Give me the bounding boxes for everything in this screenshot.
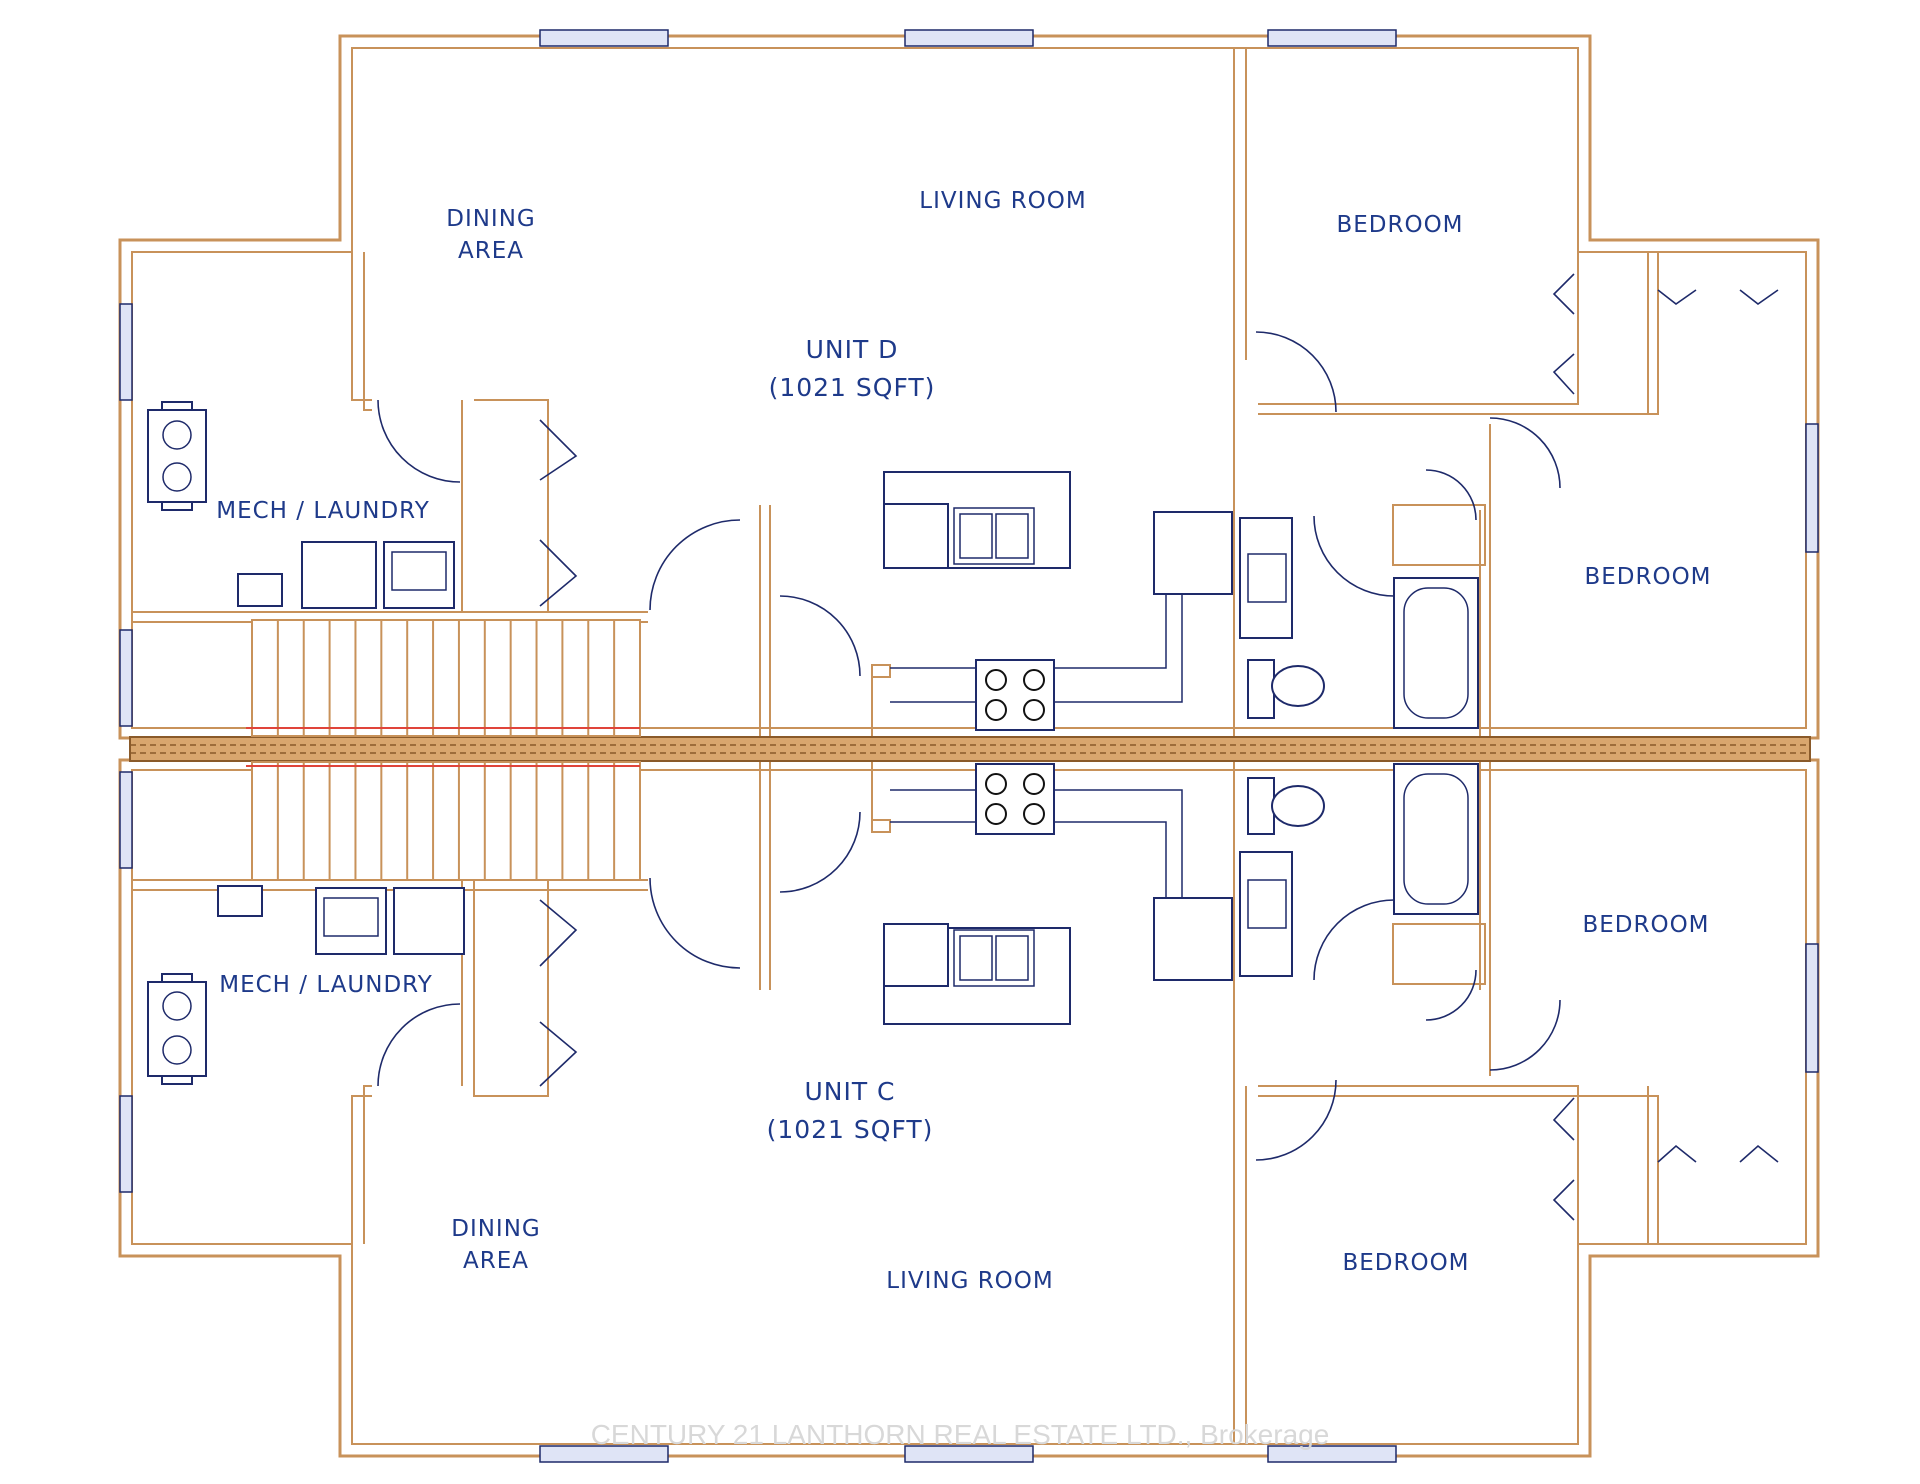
toilet-icon	[1271, 785, 1325, 827]
furnace-icon	[147, 981, 207, 1077]
doors	[377, 273, 1779, 1221]
fridge-icon	[1153, 511, 1233, 595]
bathtub-icon	[1393, 577, 1479, 729]
living-room-label: LIVING ROOM	[919, 188, 1087, 214]
watermark: CENTURY 21 LANTHORN REAL ESTATE LTD., Br…	[591, 1419, 1330, 1450]
furnace-icon	[147, 409, 207, 503]
toilet-tank-icon	[1247, 777, 1275, 835]
fridge-icon	[1153, 897, 1233, 981]
living-room-label: LIVING ROOM	[886, 1268, 1054, 1294]
exterior-walls	[118, 34, 1820, 1458]
bathroom-sink-icon	[1247, 879, 1287, 929]
dining-area-label: AREA	[458, 238, 524, 264]
water-heater-icon	[237, 573, 283, 607]
labels-unit-c: DINING AREA LIVING ROOM BEDROOM BEDROOM …	[219, 912, 1709, 1294]
mech-laundry-label: MECH / LAUNDRY	[216, 498, 430, 524]
bathtub-icon	[1393, 763, 1479, 915]
dining-area-label: DINING	[451, 1216, 541, 1242]
water-heater-icon	[217, 885, 263, 917]
bedroom-label: BEDROOM	[1584, 564, 1711, 590]
party-wall	[129, 736, 1811, 762]
bedroom-label: BEDROOM	[1336, 212, 1463, 238]
fixtures-unit-d	[147, 401, 1479, 731]
dishwasher-icon	[883, 503, 949, 569]
dining-area-label: AREA	[463, 1248, 529, 1274]
double-sink-icon	[953, 929, 1035, 987]
fixtures-unit-c	[147, 763, 1479, 1085]
unit-area-label: (1021 SQFT)	[767, 1115, 934, 1144]
unit-label: UNIT D	[806, 335, 899, 364]
labels-unit-d: DINING AREA LIVING ROOM BEDROOM BEDROOM …	[216, 188, 1711, 590]
dryer-icon	[383, 541, 455, 609]
stove-icon	[975, 659, 1055, 731]
bedroom-label: BEDROOM	[1342, 1250, 1469, 1276]
interior-walls-unit-c	[132, 762, 1659, 1444]
staircase-unit-d	[246, 619, 641, 737]
unit-label: UNIT C	[804, 1077, 895, 1106]
bathroom-sink-icon	[1247, 553, 1287, 603]
double-sink-icon	[953, 507, 1035, 565]
toilet-tank-icon	[1247, 659, 1275, 719]
dishwasher-icon	[883, 923, 949, 987]
dining-area-label: DINING	[446, 206, 536, 232]
toilet-icon	[1271, 665, 1325, 707]
stove-icon	[975, 763, 1055, 835]
washer-icon	[315, 887, 387, 955]
bedroom-label: BEDROOM	[1582, 912, 1709, 938]
staircase-unit-c	[246, 761, 641, 881]
mech-laundry-label: MECH / LAUNDRY	[219, 972, 433, 998]
windows	[119, 29, 1819, 1463]
dryer-icon	[393, 887, 465, 955]
washer-icon	[301, 541, 377, 609]
unit-area-label: (1021 SQFT)	[769, 373, 936, 402]
